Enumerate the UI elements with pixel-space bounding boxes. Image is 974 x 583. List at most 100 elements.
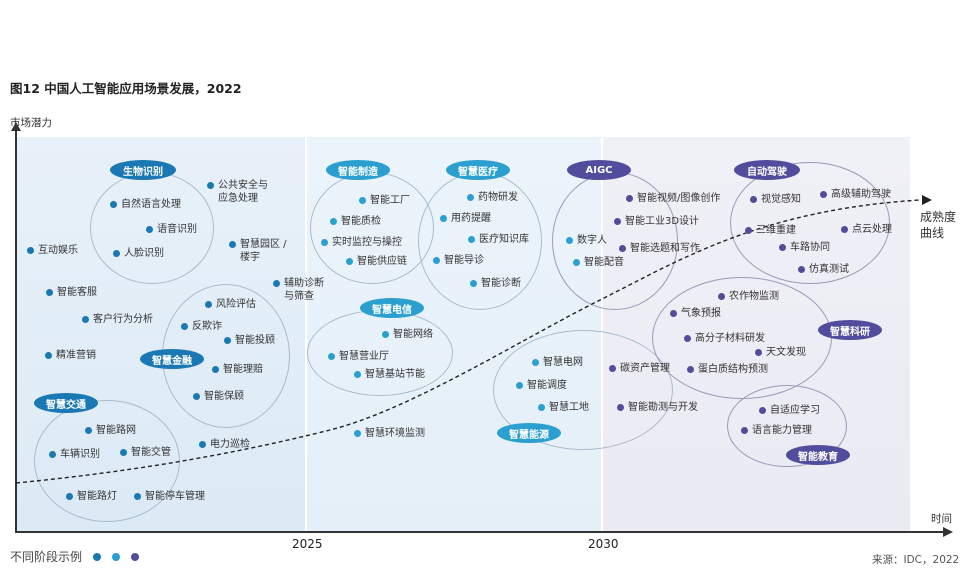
dot-icon (27, 247, 34, 254)
item-adaptive-learning: 自适应学习 (759, 404, 820, 417)
badge-medical: 智慧医疗 (446, 160, 510, 180)
dot-icon (359, 197, 366, 204)
dot-icon (687, 366, 694, 373)
item-smart-network: 智能网络 (382, 328, 433, 341)
badge-transport: 智慧交通 (34, 393, 98, 413)
dot-icon (619, 245, 626, 252)
dot-icon (354, 371, 361, 378)
item-vehicle-road-coordination: 车路协同 (779, 241, 830, 254)
dot-icon (614, 218, 621, 225)
item-face-recognition: 人脸识别 (113, 247, 164, 260)
item-public-safety: 公共安全与应急处理 (207, 179, 268, 205)
cluster-circle-education (727, 385, 847, 467)
dot-icon (181, 323, 188, 330)
dot-icon (617, 404, 624, 411)
item-base-station-energy: 智慧基站节能 (354, 368, 425, 381)
dot-icon (609, 365, 616, 372)
dot-icon (538, 404, 545, 411)
item-carbon-asset: 碳资产管理 (609, 362, 670, 375)
item-crop-monitoring: 农作物监测 (718, 290, 779, 303)
dot-icon (566, 237, 573, 244)
badge-autonomous: 自动驾驶 (734, 160, 800, 180)
item-smart-dispatch: 智能调度 (516, 379, 567, 392)
dot-icon (759, 407, 766, 414)
dot-icon (798, 266, 805, 273)
dot-icon (755, 349, 762, 356)
item-topic-writing: 智能选题和写作 (619, 242, 700, 255)
item-protein-structure: 蛋白质结构预测 (687, 363, 768, 376)
dot-icon (85, 427, 92, 434)
badge-manufacturing: 智能制造 (326, 160, 390, 180)
item-interactive-entertainment: 互动娱乐 (27, 244, 78, 257)
item-supply-chain: 智能供应链 (346, 255, 407, 268)
dot-icon (779, 244, 786, 251)
x-tick-2025: 2025 (292, 537, 323, 551)
dot-icon (328, 353, 335, 360)
item-medication-reminder: 用药提醒 (440, 212, 491, 225)
item-smart-business-hall: 智慧营业厅 (328, 350, 389, 363)
stage-legend: 不同阶段示例 (10, 548, 140, 565)
item-polymer-research: 高分子材料研发 (684, 332, 765, 345)
item-smart-road-network: 智能路网 (85, 424, 136, 437)
item-smart-exploration: 智能勘测与开发 (617, 401, 698, 414)
dot-icon (110, 201, 117, 208)
dot-icon (470, 280, 477, 287)
dot-icon (820, 191, 827, 198)
item-smart-park: 智慧园区 /楼宇 (229, 238, 287, 264)
item-point-cloud: 点云处理 (841, 223, 892, 236)
item-vehicle-recognition: 车辆识别 (49, 448, 100, 461)
dot-icon (433, 257, 440, 264)
item-simulation-testing: 仿真测试 (798, 263, 849, 276)
badge-aigc: AIGC (567, 160, 631, 180)
item-speech-recognition: 语音识别 (146, 223, 197, 236)
x-axis (15, 531, 945, 533)
item-assisted-diagnosis: 辅助诊断与筛查 (273, 277, 324, 303)
badge-biometrics: 生物识别 (110, 160, 176, 180)
item-3d-reconstruction: 三维重建 (745, 224, 796, 237)
stage1-dot-icon (93, 552, 102, 561)
item-video-image-creation: 智能视频/图像创作 (626, 192, 720, 205)
dot-icon (273, 280, 280, 287)
dot-icon (229, 241, 236, 248)
dot-icon (467, 194, 474, 201)
dot-icon (516, 382, 523, 389)
dot-icon (841, 226, 848, 233)
x-axis-label: 时间 (931, 513, 952, 525)
dot-icon (207, 182, 214, 189)
item-risk-assessment: 风险评估 (205, 298, 256, 311)
y-axis (15, 128, 17, 532)
item-weather-forecast: 气象预报 (670, 307, 721, 320)
dot-icon (741, 427, 748, 434)
item-nlp: 自然语言处理 (110, 198, 181, 211)
y-axis-arrow-icon (11, 122, 21, 131)
x-axis-arrow-icon (943, 527, 953, 537)
item-power-inspection: 电力巡检 (199, 438, 250, 451)
stage3-dot-icon (131, 552, 140, 561)
item-astronomy-discovery: 天文发现 (755, 346, 806, 359)
item-digital-human: 数字人 (566, 234, 607, 247)
dot-icon (193, 393, 200, 400)
item-customer-behavior: 客户行为分析 (82, 313, 153, 326)
item-industrial-3d-design: 智能工业3D设计 (614, 215, 699, 228)
item-anti-fraud: 反欺诈 (181, 320, 222, 333)
dot-icon (45, 352, 52, 359)
badge-finance: 智慧金融 (140, 349, 204, 369)
figure-title: 图12 中国人工智能应用场景发展，2022 (10, 81, 242, 96)
dot-icon (82, 316, 89, 323)
item-precision-marketing: 精准营销 (45, 349, 96, 362)
item-insurance-advisor: 智能保顾 (193, 390, 244, 403)
dot-icon (199, 441, 206, 448)
item-smart-traffic: 智能交管 (120, 446, 171, 459)
dot-icon (113, 250, 120, 257)
item-smart-diagnosis: 智能诊断 (470, 277, 521, 290)
dot-icon (205, 301, 212, 308)
item-environment-monitoring: 智慧环境监测 (354, 427, 425, 440)
item-quality-inspection: 智能质检 (330, 215, 381, 228)
item-smart-construction-site: 智慧工地 (538, 401, 589, 414)
badge-energy: 智慧能源 (497, 423, 561, 443)
item-drug-research: 药物研发 (467, 191, 518, 204)
dot-icon (532, 359, 539, 366)
item-smart-dubbing: 智能配音 (573, 256, 624, 269)
dot-icon (120, 449, 127, 456)
